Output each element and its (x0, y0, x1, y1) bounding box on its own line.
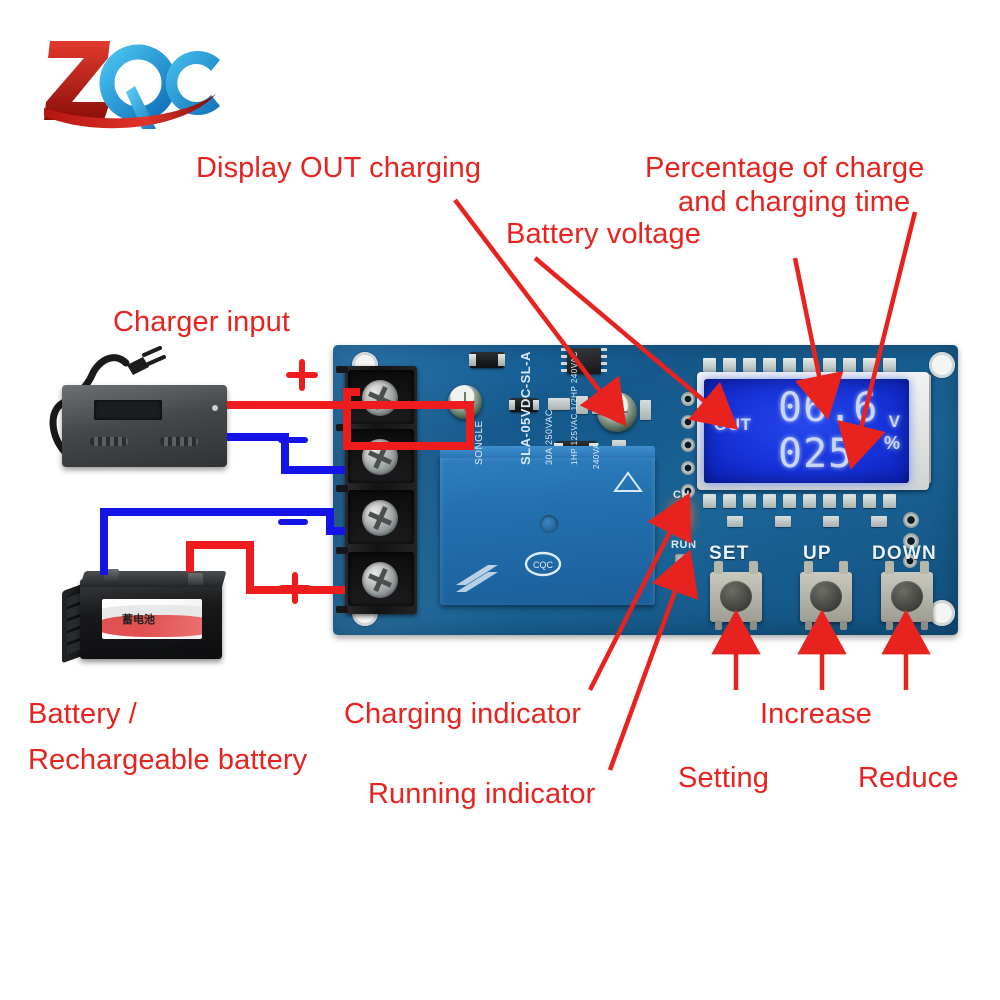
terminal-screw-2 (362, 439, 398, 475)
charging-led (674, 504, 689, 527)
callout-percentage-line1: Percentage of charge (645, 152, 925, 184)
down-button-label: DOWN (872, 543, 937, 564)
callout-display-out-charging: Display OUT charging (196, 152, 482, 184)
terminal-screw-1 (362, 380, 398, 416)
lead-acid-battery: 蓄电池 (62, 565, 227, 664)
terminal-screw-3 (362, 500, 398, 536)
zqc-logo (38, 28, 228, 133)
relay-cqc-mark: CQC (524, 551, 562, 577)
charger-nameplate (94, 400, 162, 420)
up-button-label: UP (803, 543, 832, 564)
running-led (675, 554, 690, 577)
smd-resistor (727, 516, 743, 527)
through-hole-pad (681, 461, 695, 475)
smd-resistor-r3 (592, 396, 604, 414)
callout-setting: Setting (678, 762, 769, 794)
terminal-screw-4 (362, 562, 398, 598)
relay-brand: SONGLE (474, 420, 485, 465)
callout-percentage-line2: and charging time (678, 186, 911, 218)
smd-resistor (775, 516, 791, 527)
header-pin (903, 512, 919, 528)
smd-resistor (871, 516, 887, 527)
mounting-hole-top-right (929, 352, 955, 378)
mounting-hole-bottom-right (929, 600, 955, 626)
through-hole-pad (681, 392, 695, 406)
through-hole-pad (681, 415, 695, 429)
battery-negative-post (104, 569, 119, 581)
smd-resistor (823, 516, 839, 527)
battery-label-text: 蓄电池 (122, 614, 155, 626)
lcd-display: OUT 06.6 V 025 % (697, 372, 931, 490)
screw-terminal-block (336, 366, 417, 614)
relay-logo-mark (456, 565, 498, 592)
songle-relay: SONGLE SLA-05VDC-SL-A 30A 250VAC 1HP 125… (440, 351, 655, 605)
battery-positive-post (188, 573, 203, 585)
callout-battery-line1: Battery / (28, 698, 137, 730)
callout-battery-line2: Rechargeable battery (28, 744, 308, 776)
lcd-voltage-value: 06.6 (778, 385, 879, 431)
svg-text:CQC: CQC (533, 560, 554, 570)
battery-label: 蓄电池 (102, 599, 202, 639)
smd-resistor-r6 (612, 440, 626, 451)
set-button[interactable] (710, 561, 762, 630)
lcd-voltage-unit: V (888, 412, 900, 431)
lcd-percent-unit: % (883, 433, 900, 453)
run-led-label: RUN (671, 539, 697, 551)
callout-running-indicator: Running indicator (368, 778, 596, 810)
callout-battery-voltage: Battery voltage (506, 218, 701, 250)
through-hole-pad (681, 438, 695, 452)
electrolytic-capacitor-c1 (448, 385, 482, 419)
relay-cert-mark (613, 471, 643, 492)
relay-rating-ac: 1HP 125VAC 1/2HP 240VAC (570, 350, 579, 465)
ch-led-label: CH (673, 489, 691, 501)
down-button[interactable] (881, 561, 933, 630)
header-pin (903, 554, 917, 568)
callout-reduce: Reduce (858, 762, 959, 794)
callout-increase: Increase (760, 698, 873, 730)
lcd-percent-value: 025 (778, 431, 854, 477)
callout-charger-input: Charger input (113, 306, 291, 338)
lcd-mode-label: OUT (714, 415, 752, 434)
relay-rating-va: 240VA (592, 443, 601, 469)
up-button[interactable] (800, 561, 852, 630)
battery-top (80, 571, 227, 587)
callout-charging-indicator: Charging indicator (344, 698, 582, 730)
header-pin (903, 533, 919, 549)
wire-charger-negative (227, 433, 345, 474)
polarity-markers (278, 359, 318, 604)
lcd-screen: OUT 06.6 V 025 % (704, 379, 909, 483)
relay-rating-dc: 30A 250VAC (544, 409, 554, 465)
relay-part-number: SLA-05VDC-SL-A (518, 351, 533, 465)
smd-transistor (468, 352, 506, 368)
set-button-label: SET (709, 543, 750, 564)
smd-resistor-r5 (640, 400, 651, 420)
